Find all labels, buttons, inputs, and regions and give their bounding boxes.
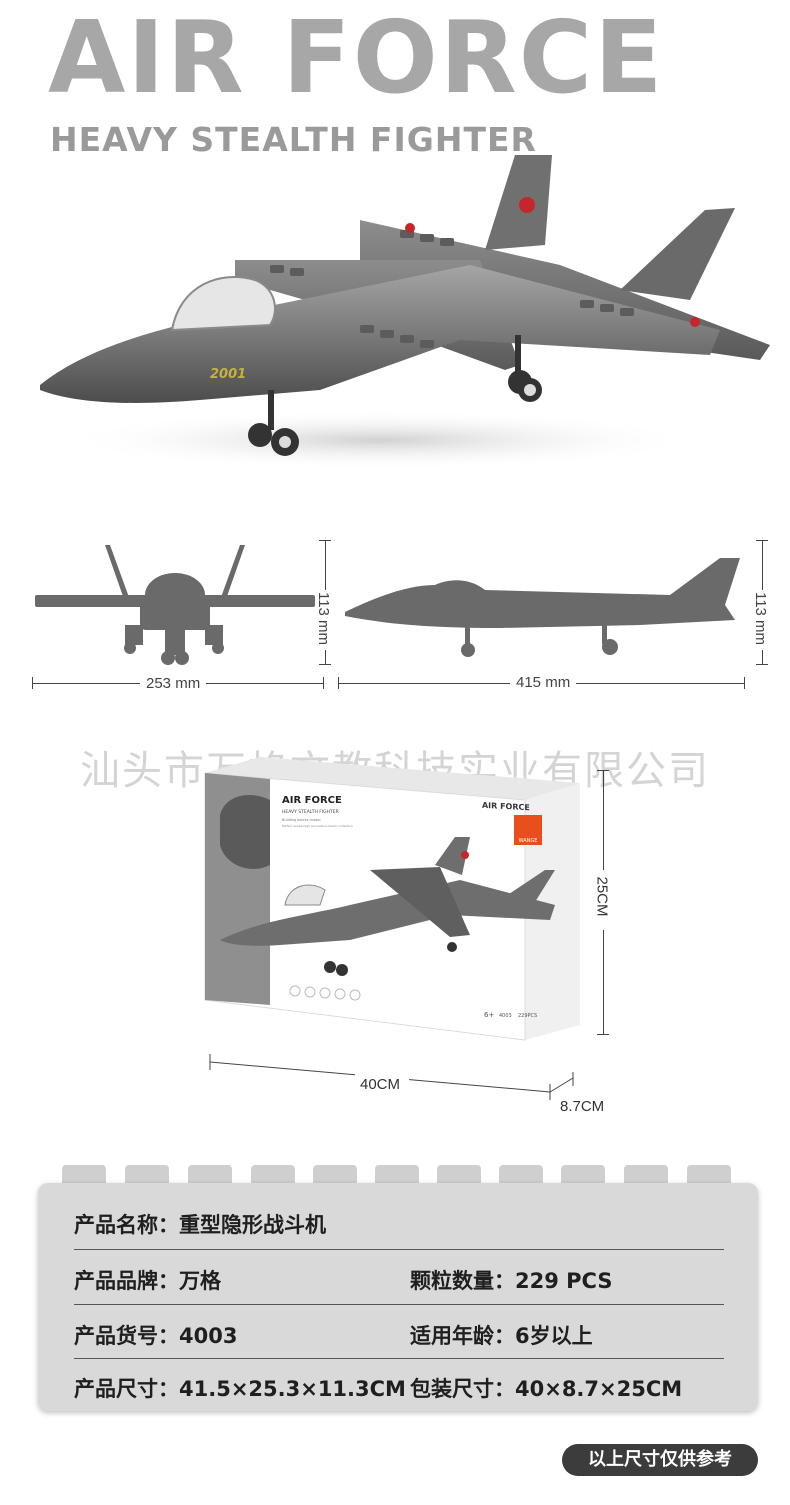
box-spine-title: AIR FORCE	[482, 801, 530, 813]
spec-row-size: 产品尺寸：41.5×25.3×11.3CM 包装尺寸：40×8.7×25CM	[74, 1373, 724, 1403]
wange-logo	[514, 815, 542, 845]
spec-age: 适用年龄：6岁以上	[410, 1324, 593, 1348]
spec-brand: 产品品牌：万格	[74, 1269, 221, 1293]
box-width-dimension-lines	[209, 1054, 574, 1100]
box-height-label: 25CM	[593, 876, 611, 917]
front-height-label: 113 mm	[315, 591, 333, 646]
box-age-badge: 6+	[484, 1011, 494, 1019]
product-box-illustration: WANGE AIR FORCE HEAVY STEALTH FIGHTER Bu…	[204, 757, 580, 1041]
spec-product-name: 产品名称：重型隐形战斗机	[74, 1213, 326, 1237]
spec-row-item: 产品货号：4003 适用年龄：6岁以上	[74, 1320, 724, 1350]
front-width-label: 253 mm	[140, 675, 207, 692]
box-width-label: 40CM	[360, 1076, 401, 1093]
box-pcs: 229PCS	[518, 1013, 537, 1019]
tail-fin-left	[485, 155, 552, 250]
model-number: 2001	[210, 367, 246, 382]
box-tagline: Building blocks model	[282, 818, 320, 822]
box-note: Perfect shape,high simulation,classic co…	[282, 824, 353, 828]
hero-subtitle: HEAVY STEALTH FIGHTER	[50, 120, 537, 159]
box-brand-subtitle: HEAVY STEALTH FIGHTER	[282, 809, 339, 815]
spec-row-name: 产品名称：重型隐形战斗机	[74, 1209, 724, 1239]
hero-title: AIR FORCE	[48, 0, 665, 116]
spec-product-size: 产品尺寸：41.5×25.3×11.3CM	[74, 1377, 406, 1401]
box-item-no: 4003	[499, 1013, 512, 1019]
spec-package-size: 包装尺寸：40×8.7×25CM	[410, 1377, 683, 1401]
spec-card: 产品名称：重型隐形战斗机 产品品牌：万格 颗粒数量：229 PCS 产品货号：4…	[38, 1183, 758, 1411]
side-height-label: 113 mm	[752, 591, 770, 646]
box-brand-title: AIR FORCE	[282, 795, 342, 806]
front-view-silhouette	[35, 545, 315, 665]
box-depth-label: 8.7CM	[560, 1098, 605, 1115]
tail-fin-right	[620, 208, 735, 300]
spec-pieces: 颗粒数量：229 PCS	[410, 1269, 613, 1293]
stealth-fighter-illustration: 2001	[40, 155, 770, 470]
reference-note: 以上尺寸仅供参考	[562, 1444, 758, 1476]
red-star-icon	[519, 197, 535, 213]
spec-row-brand: 产品品牌：万格 颗粒数量：229 PCS	[74, 1265, 724, 1295]
side-length-label: 415 mm	[510, 674, 577, 691]
svg-text:WANGE: WANGE	[519, 838, 538, 844]
side-view-silhouette	[345, 558, 740, 657]
spec-item-no: 产品货号：4003	[74, 1324, 238, 1348]
